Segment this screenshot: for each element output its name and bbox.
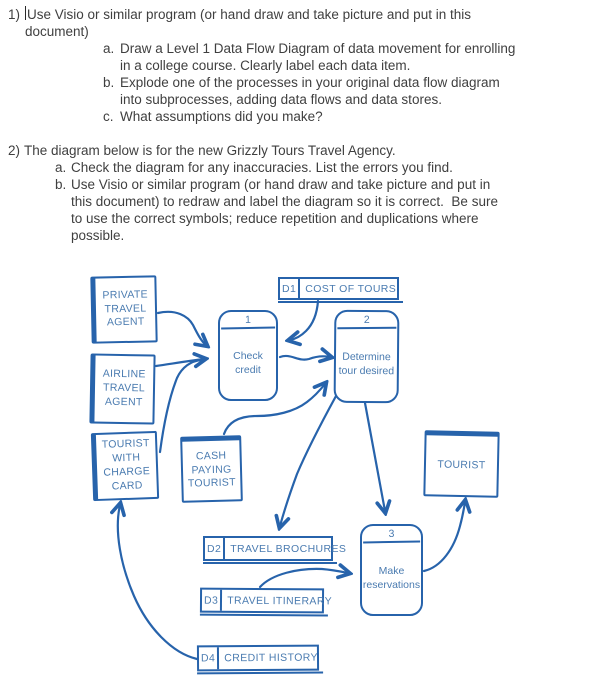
datastore-id: D1 bbox=[280, 279, 301, 298]
q1-text: Use Visio or similar program (or hand dr… bbox=[27, 7, 471, 22]
process-label: Determine tour desired bbox=[338, 351, 395, 378]
q2-line-1: 2)The diagram below is for the new Grizz… bbox=[8, 143, 396, 158]
spacer bbox=[0, 125, 606, 142]
datastore-id: D2 bbox=[205, 538, 226, 559]
q1-item-c: c.What assumptions did you make? bbox=[103, 109, 323, 124]
q2-item-a: a.Check the diagram for any inaccuracies… bbox=[55, 160, 453, 175]
process-number: 3 bbox=[362, 525, 421, 544]
entity-cash-paying-tourist: CASH PAYING TOURIST bbox=[180, 435, 243, 503]
process-2-determine-tour-desired: 2 Determine tour desired bbox=[333, 309, 400, 404]
process-number: 1 bbox=[220, 311, 276, 330]
datastore-id: D3 bbox=[201, 589, 223, 611]
flow-tourist-charge-card-to-check-credit bbox=[158, 358, 203, 454]
flow-determine-tour-to-travel-brochures bbox=[280, 394, 338, 526]
q2-marker: 2) bbox=[8, 143, 21, 158]
q1-item-a: a.Draw a Level 1 Data Flow Diagram of da… bbox=[103, 41, 516, 56]
datastore-id: D4 bbox=[198, 647, 220, 670]
datastore-d3-travel-itinerary: D3 TRAVEL ITINERARY bbox=[199, 587, 332, 614]
flow-check-credit-to-determine-tour bbox=[278, 356, 330, 360]
flow-determine-tour-to-make-reservations bbox=[363, 401, 385, 511]
process-1-check-credit: 1 Check credit bbox=[218, 310, 278, 401]
assignment-text[interactable]: 1) Use Visio or similar program (or hand … bbox=[0, 6, 606, 244]
flow-cash-tourist-to-determine-tour bbox=[222, 384, 325, 436]
datastore-name: COST OF TOURS bbox=[305, 282, 397, 295]
q1-item-b: b.Explode one of the processes in your o… bbox=[103, 75, 500, 90]
datastore-name: CREDIT HISTORY bbox=[224, 651, 318, 665]
q1-marker: 1) bbox=[8, 7, 21, 22]
q1-line-1: 1) Use Visio or similar program (or hand … bbox=[0, 6, 606, 23]
q2-item-b: b.Use Visio or similar program (or hand … bbox=[55, 177, 491, 192]
process-label: Make reservations bbox=[362, 564, 421, 591]
flow-private-agent-to-check-credit bbox=[156, 310, 206, 345]
flow-cost-of-tours-to-check-credit bbox=[290, 299, 320, 340]
entity-tourist-with-charge-card: TOURIST WITH CHARGE CARD bbox=[90, 430, 160, 502]
process-number: 2 bbox=[337, 311, 397, 330]
entity-private-travel-agent: PRIVATE TRAVEL AGENT bbox=[90, 275, 158, 344]
datastore-name: TRAVEL BROCHURES bbox=[230, 542, 347, 555]
flow-travel-itinerary-to-make-reservations bbox=[258, 569, 348, 589]
flow-make-reservations-to-tourist bbox=[422, 502, 465, 573]
datastore-name: TRAVEL ITINERARY bbox=[227, 594, 333, 607]
entity-airline-travel-agent: AIRLINE TRAVEL AGENT bbox=[89, 353, 156, 425]
process-3-make-reservations: 3 Make reservations bbox=[360, 524, 423, 616]
grizzly-tours-dfd: PRIVATE TRAVEL AGENT AIRLINE TRAVEL AGEN… bbox=[0, 260, 606, 681]
flow-credit-history-to-tourist-charge-card bbox=[118, 505, 199, 661]
process-label: Check credit bbox=[233, 350, 263, 376]
entity-tourist: TOURIST bbox=[423, 430, 500, 498]
text-cursor bbox=[25, 6, 26, 20]
datastore-d1-cost-of-tours: D1 COST OF TOURS bbox=[278, 277, 403, 303]
q1-line-2: document) bbox=[25, 24, 89, 39]
datastore-d2-travel-brochures: D2 TRAVEL BROCHURES bbox=[203, 536, 346, 564]
dfd-arrows-layer bbox=[0, 299, 606, 661]
datastore-d4-credit-history: D4 CREDIT HISTORY bbox=[196, 644, 320, 672]
